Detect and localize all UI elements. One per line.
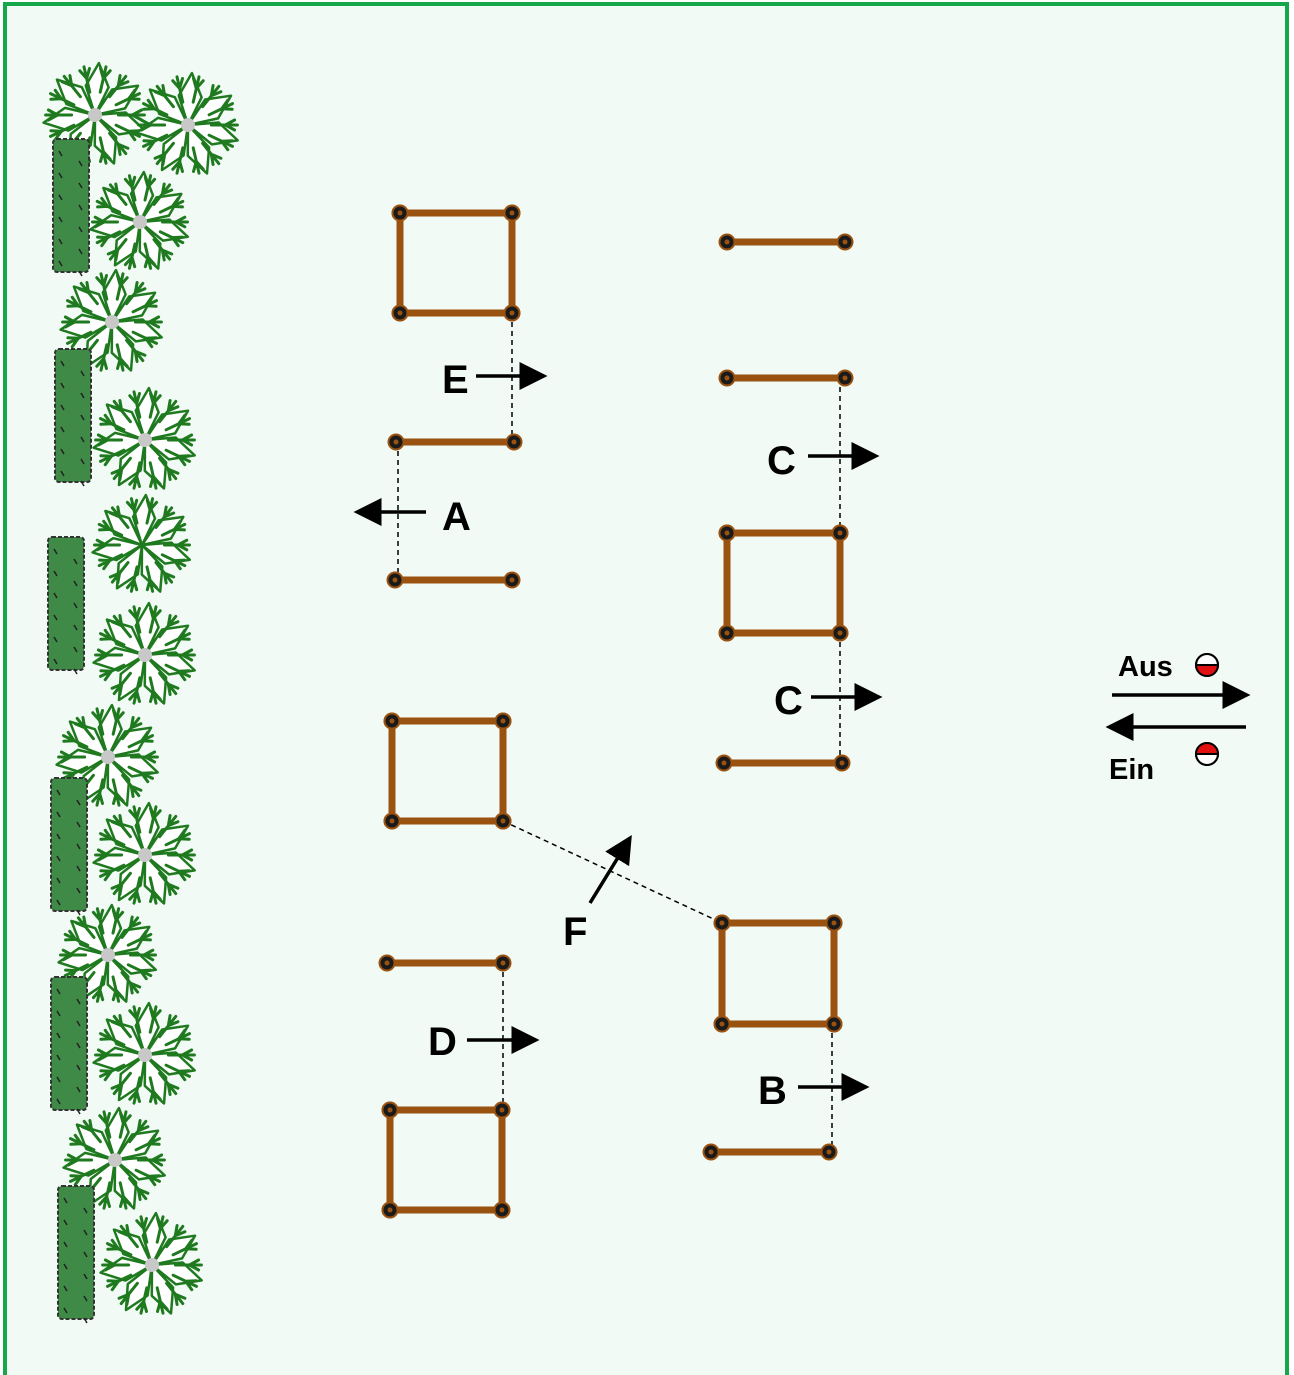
pole-icon: [831, 524, 849, 642]
pole-icon: [718, 233, 854, 251]
label-a: A: [442, 495, 471, 539]
tree-icon: [92, 801, 196, 905]
tree-icon: [92, 1001, 196, 1105]
hedge-icon: [50, 777, 88, 916]
pole-icon: [493, 1101, 511, 1219]
pole-icon: [702, 1143, 838, 1161]
pole-icon: [503, 204, 521, 322]
label-d: D: [428, 1020, 457, 1064]
pole-icon: [718, 524, 736, 642]
arena-background: [3, 2, 1289, 1375]
tree-icon: [92, 601, 196, 705]
hedge-icon: [57, 1185, 95, 1324]
tree-icon: [99, 1211, 203, 1315]
pole-icon: [383, 712, 401, 830]
pole-icon: [378, 954, 512, 972]
label-f: F: [563, 910, 587, 954]
tree-icon: [135, 71, 239, 175]
lower-half-red-indicator-icon: [1195, 653, 1219, 677]
tree-icon: [92, 386, 196, 490]
label-b: B: [758, 1069, 787, 1113]
hedge-icon: [54, 348, 92, 487]
connector-f: [502, 820, 723, 924]
pole-icon: [391, 204, 409, 322]
direction-arrows: [353, 362, 883, 1101]
direction-legend: Aus Ein: [1105, 651, 1251, 786]
arrow-f: [588, 835, 632, 904]
hedge-icon: [47, 536, 85, 675]
hedge-icon: [50, 976, 88, 1115]
label-c2: C: [774, 679, 803, 723]
legend-out-label: Aus: [1118, 651, 1173, 683]
label-c1: C: [767, 439, 796, 483]
pole-icon: [718, 369, 854, 387]
tree-icon: [62, 1106, 166, 1210]
pole-icon: [715, 754, 851, 772]
tree-icon: [57, 903, 158, 1003]
tree-icon: [91, 493, 192, 593]
pole-icon: [713, 914, 731, 1033]
pole-icon: [825, 914, 843, 1033]
pole-icon: [381, 1101, 399, 1219]
legend-in-label: Ein: [1109, 754, 1154, 786]
upper-half-red-indicator-icon: [1195, 742, 1219, 766]
hedge-and-tree-border: [42, 61, 239, 1324]
pole-icon: [386, 571, 521, 589]
pole-icon: [387, 433, 523, 451]
pole-obstacles: [378, 204, 854, 1219]
hedge-icon: [52, 138, 90, 277]
pole-icon: [494, 712, 512, 830]
tree-icon: [89, 170, 190, 270]
label-e: E: [442, 358, 469, 402]
